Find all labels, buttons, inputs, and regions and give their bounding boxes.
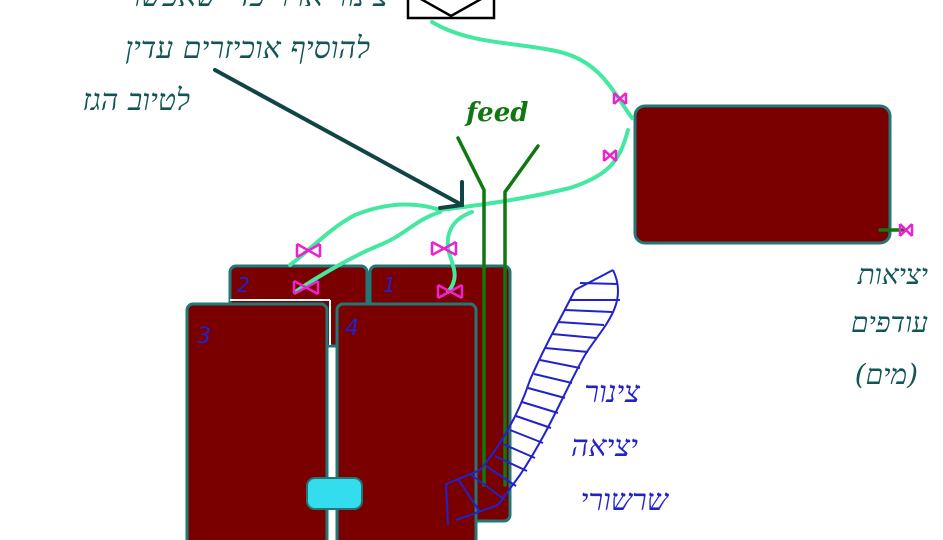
note-line-3: לטיוב הגז	[82, 83, 190, 118]
hose-line-3: שרשורי	[581, 483, 670, 518]
feed-pipes	[456, 136, 908, 487]
tank-4-number: 4	[345, 316, 359, 341]
corrugated-hose	[444, 269, 620, 526]
note-arrow	[213, 68, 464, 210]
tank-2-number: 2	[237, 273, 250, 297]
valve-top-right	[612, 92, 628, 105]
outlet-label: יציאות עודפים (מים)	[851, 258, 928, 391]
hose-label: צינור יציאה שרשורי	[571, 375, 670, 518]
valve-tank-1-upper	[430, 240, 458, 257]
outlet-line-2: עודפים	[851, 306, 928, 339]
valve-tank-1-lower	[436, 283, 464, 300]
valve-mid-right	[602, 149, 618, 162]
tank-1-number: 1	[383, 273, 396, 297]
note-line-2: להוסיף אוכיזרים עדין	[125, 31, 370, 66]
feed-label: feed	[464, 98, 528, 128]
note-line-1: צינור אויר כדי שאפשר	[126, 0, 388, 14]
outlet-line-1: יציאות	[857, 258, 928, 291]
valve-tank-2-lower	[292, 279, 320, 296]
hose-line-2: יציאה	[571, 429, 638, 464]
tank-4	[335, 302, 478, 540]
valves	[292, 92, 914, 300]
valve-tank-2-upper	[295, 242, 322, 259]
drain-block	[306, 477, 363, 510]
tank-3-number: 3	[197, 324, 211, 349]
tank-3	[185, 302, 329, 540]
valve-outlet	[898, 223, 914, 237]
hose-line-1: צינור	[584, 375, 640, 410]
storage-tank	[633, 104, 892, 245]
outlet-line-3: (מים)	[855, 358, 918, 391]
note-text: צינור אויר כדי שאפשר להוסיף אוכיזרים עדי…	[82, 0, 388, 118]
top-box	[406, 0, 496, 20]
